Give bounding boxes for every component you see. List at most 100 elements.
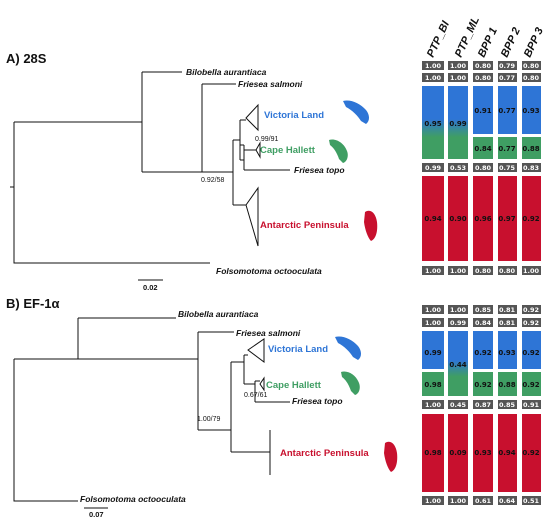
specimen-icons xyxy=(335,336,398,472)
taxon-folsomotoma-octooculata: Folsomotoma octooculata xyxy=(216,266,322,276)
bar-segment-value: 0.84 xyxy=(474,145,491,153)
bar-column-ptp-ml: 1.00 0.99 0.44 0.45 0.09 1.00 xyxy=(448,305,468,505)
scale-bar: 0.02 xyxy=(138,279,163,292)
species-delimitation-bars: 1.00 1.00 0.99 0.98 1.00 0.98 1.00 1.00 … xyxy=(422,305,541,505)
bar-mid-value: 0.80 xyxy=(475,164,492,172)
bar-segment-value: 0.92 xyxy=(522,381,539,389)
bar-second-value: 0.84 xyxy=(475,319,492,327)
bar-column-bpp-1: 0.85 0.84 0.92 0.92 0.87 0.93 0.61 xyxy=(473,305,493,505)
springtail-icon-green xyxy=(329,139,348,163)
bar-big-value: 0.98 xyxy=(424,449,441,457)
tree-branches xyxy=(13,317,290,502)
bar-top-value: 0.92 xyxy=(523,306,539,314)
bar-segment-value: 0.98 xyxy=(424,381,441,389)
bar-segment-value: 0.92 xyxy=(522,349,539,357)
col-header-bpp-3: BPP 3 xyxy=(522,26,546,60)
taxon-friesea-salmoni: Friesea salmoni xyxy=(238,79,303,89)
bar-segment-value: 0.44 xyxy=(449,361,466,369)
bar-bottom-value: 1.00 xyxy=(425,497,442,505)
springtail-icon-blue xyxy=(335,336,361,360)
bar-bottom-value: 0.51 xyxy=(523,497,540,505)
bar-mid-value: 0.87 xyxy=(475,401,491,409)
bar-mid-value: 0.53 xyxy=(450,164,466,172)
bar-top-value: 1.00 xyxy=(450,62,467,70)
collapsed-clades xyxy=(245,103,261,247)
bar-mid-value: 0.45 xyxy=(450,401,467,409)
panel-ef1a: B) EF-1α Bilobella aurantiaca Friesea sa… xyxy=(6,296,541,518)
bar-bottom-value: 1.00 xyxy=(450,267,467,275)
clade-triangle-victoria-land xyxy=(247,338,265,363)
bar-bottom-value: 0.64 xyxy=(499,497,516,505)
support-main-node: 1.00/79 xyxy=(197,416,220,423)
taxon-friesea-topo: Friesea topo xyxy=(292,396,343,406)
bar-top-value: 0.80 xyxy=(523,62,540,70)
bar-column-ptp-bi: 1.00 1.00 0.95 0.99 0.94 1.00 xyxy=(422,61,444,275)
column-headers: PTP_BI PTP_ML BPP 1 BPP 2 BPP 3 xyxy=(425,15,546,60)
clade-label-victoria-land: Victoria Land xyxy=(264,110,324,121)
bar-column-bpp-3: 0.92 0.92 0.92 0.92 0.91 0.92 0.51 xyxy=(522,305,541,505)
bar-top-value: 0.79 xyxy=(499,62,516,70)
bar-top-value: 1.00 xyxy=(450,306,467,314)
bar-mid-value: 0.85 xyxy=(499,401,516,409)
clade-triangle-cape-hallett xyxy=(259,376,265,392)
bar-column-bpp-2: 0.81 0.81 0.93 0.88 0.85 0.94 0.64 xyxy=(498,305,517,505)
bar-second-value: 0.92 xyxy=(523,319,539,327)
clade-label-cape-hallett: Cape Hallett xyxy=(260,145,316,156)
clade-triangle-victoria-land xyxy=(245,103,259,132)
clade-triangle-antarctic-peninsula xyxy=(245,186,259,247)
springtail-icon-red xyxy=(382,434,398,472)
bar-bottom-value: 0.61 xyxy=(475,497,492,505)
scale-label: 0.02 xyxy=(143,283,158,292)
bar-segment-value: 0.88 xyxy=(498,381,515,389)
bar-column-ptp-bi: 1.00 1.00 0.99 0.98 1.00 0.98 1.00 xyxy=(422,305,444,505)
bar-big-value: 0.94 xyxy=(424,215,441,223)
bar-mid-value: 0.75 xyxy=(499,164,516,172)
bar-big-value: 0.94 xyxy=(498,449,515,457)
bar-second-value: 0.77 xyxy=(499,74,515,82)
bar-top-value: 1.00 xyxy=(425,306,442,314)
bar-mid-value: 1.00 xyxy=(425,401,442,409)
specimen-icons xyxy=(329,94,378,241)
bar-big-value: 0.92 xyxy=(522,449,539,457)
col-header-ptp-bi: PTP_BI xyxy=(425,18,453,59)
bar-second-value: 1.00 xyxy=(450,74,467,82)
bar-mid-value: 0.83 xyxy=(523,164,539,172)
bar-second-value: 0.81 xyxy=(499,319,516,327)
clade-label-cape-hallett: Cape Hallett xyxy=(266,380,322,391)
bar-second-value: 0.80 xyxy=(523,74,540,82)
support-victoria-cape: 0.99/91 xyxy=(255,136,278,143)
bar-segment-value: 0.93 xyxy=(522,107,539,115)
bar-bottom-value: 1.00 xyxy=(450,497,467,505)
bar-big-value: 0.96 xyxy=(474,215,491,223)
bar-mid-value: 0.99 xyxy=(425,164,442,172)
springtail-icon-blue xyxy=(336,94,369,124)
panel-title: B) EF-1α xyxy=(6,296,60,311)
taxon-bilobella-aurantiaca: Bilobella aurantiaca xyxy=(178,309,259,319)
bar-segment-value: 0.99 xyxy=(424,349,441,357)
bar-column-bpp-3: 0.80 0.80 0.93 0.88 0.83 0.92 1.00 xyxy=(522,61,541,275)
bar-segment-value: 0.92 xyxy=(474,381,491,389)
bar-top-value: 0.80 xyxy=(475,62,492,70)
bar-second-value: 0.99 xyxy=(450,319,467,327)
bar-segment-value: 0.77 xyxy=(498,107,515,115)
bar-segment-value: 0.95 xyxy=(424,120,441,128)
taxon-folsomotoma-octooculata: Folsomotoma octooculata xyxy=(80,494,186,504)
bar-second-value: 0.80 xyxy=(475,74,492,82)
bar-big-value: 0.92 xyxy=(522,215,539,223)
bar-top-value: 0.85 xyxy=(475,306,492,314)
clade-label-antarctic-peninsula: Antarctic Peninsula xyxy=(280,448,369,459)
taxon-friesea-salmoni: Friesea salmoni xyxy=(236,328,301,338)
bar-mid-value: 0.91 xyxy=(523,401,540,409)
scale-label: 0.07 xyxy=(89,510,104,518)
springtail-icon-green xyxy=(341,371,360,395)
bar-column-bpp-1: 0.80 0.80 0.91 0.84 0.80 0.96 0.80 xyxy=(473,61,493,275)
panel-title: A) 28S xyxy=(6,51,47,66)
clade-triangle-cape-hallett xyxy=(255,141,261,159)
collapsed-clades xyxy=(247,338,271,475)
bar-bottom-value: 0.80 xyxy=(499,267,516,275)
bar-segment-value: 0.99 xyxy=(449,120,466,128)
bar-big-value: 0.93 xyxy=(474,449,491,457)
bar-bottom-value: 0.80 xyxy=(475,267,492,275)
scale-bar: 0.07 xyxy=(84,507,108,518)
